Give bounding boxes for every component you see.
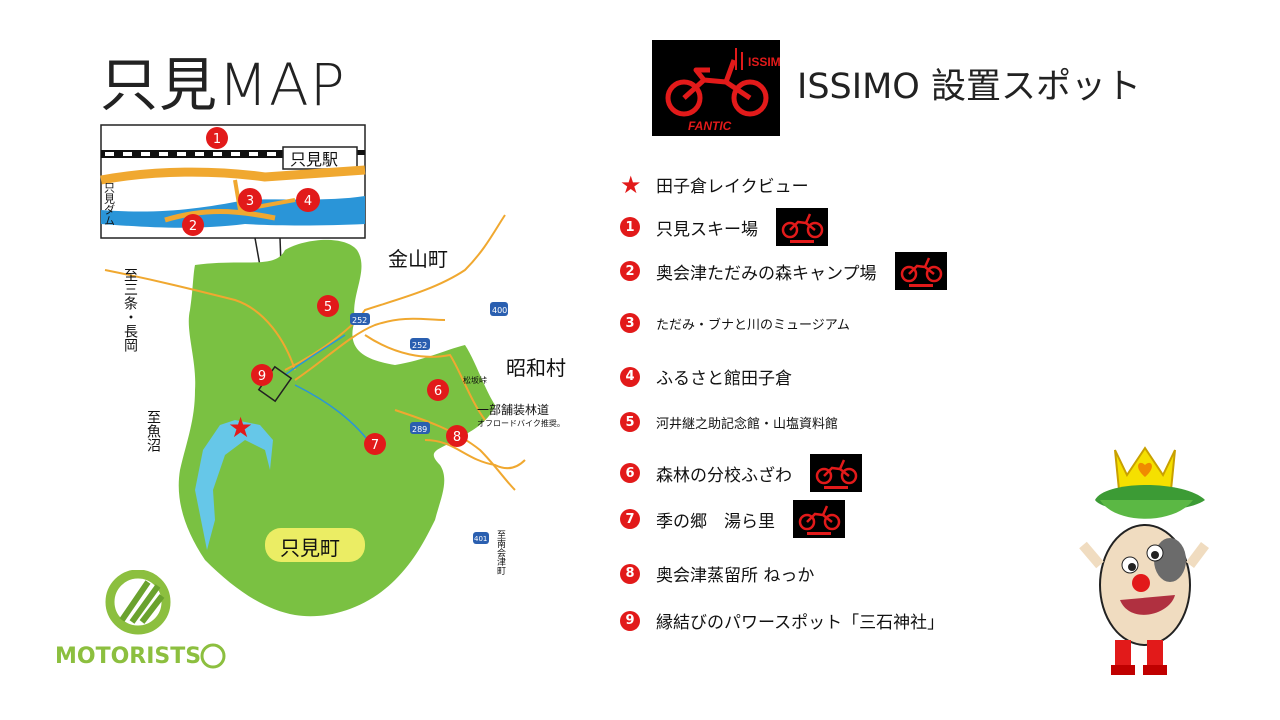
motorists-logo: MOTORISTS — [55, 570, 226, 669]
map-marker-number: 6 — [434, 384, 442, 399]
map-marker-number: 3 — [246, 194, 254, 209]
route-shield: 289 — [410, 422, 430, 434]
legend-item: 9 縁結びのパワースポット「三石神社」 — [620, 608, 944, 633]
route-shield-label: 401 — [474, 535, 487, 543]
legend-label: 只見スキー場 — [656, 219, 758, 240]
route-shield-label: 252 — [412, 341, 427, 350]
number-badge: 9 — [620, 610, 640, 631]
rindo-sub-label: オフロードバイク推奨。 — [477, 418, 565, 428]
legend-item: 2 奥会津ただみの森キャンプ場 — [620, 252, 947, 290]
legend-item: 6 森林の分校ふざわ — [620, 454, 862, 492]
number-badge: 6 — [620, 463, 640, 483]
route-shield-label: 289 — [412, 425, 427, 434]
number-badge: 8 — [620, 563, 640, 584]
fantic-text: FANTIC — [688, 119, 732, 133]
legend-label: 河井継之助記念館・山塩資料館 — [656, 416, 839, 432]
route-shield-label: 252 — [352, 316, 367, 325]
route-shield: 252 — [410, 338, 430, 350]
station-label: 只見駅 — [290, 150, 338, 169]
issimo-logo-text: ISSIMO — [748, 55, 780, 69]
tadami-town-area — [178, 239, 495, 617]
route-shield: 400 — [490, 302, 508, 316]
number-badge: 4 — [620, 366, 640, 387]
legend-item: 7 季の郷 湯ら里 — [620, 500, 845, 538]
issimo-mini-logo — [810, 454, 862, 492]
legend-star-row: ★ 田子倉レイクビュー — [620, 170, 809, 199]
legend-item: 3 ただみ・ブナと川のミュージアム — [620, 313, 850, 333]
uonuma-label: 至魚沼 — [145, 410, 161, 452]
issimo-mini-logo — [894, 252, 947, 290]
tagokura-lake — [195, 420, 273, 550]
minamiaizu-label: 至南会津町 — [495, 530, 506, 575]
legend-label: 奥会津蒸留所 ねっか — [656, 566, 815, 586]
kaneyama-label: 金山町 — [388, 247, 448, 271]
legend-label: 奥会津ただみの森キャンプ場 — [656, 263, 877, 284]
legend-item: 1 只見スキー場 — [620, 208, 828, 246]
map-marker: 4 — [296, 188, 320, 212]
map-marker: 6 — [427, 379, 449, 401]
map-marker: 7 — [364, 433, 386, 455]
legend-label: 季の郷 湯ら里 — [656, 511, 775, 532]
dam-label: 只見ダム — [103, 182, 116, 226]
spots-title: ISSIMO 設置スポット — [797, 67, 1141, 107]
route-shield: 252 — [350, 313, 370, 325]
map-marker-number: 4 — [304, 194, 312, 209]
map-marker-number: 2 — [189, 219, 197, 234]
mascot-character — [1079, 446, 1209, 675]
map-title: 只見MAP — [100, 51, 346, 119]
issimo-mini-logo — [793, 500, 845, 538]
motorists-text: MOTORISTS — [55, 644, 201, 669]
star-icon: ★ — [620, 170, 642, 199]
map-marker: 9 — [251, 364, 273, 386]
legend-item: 5 河井継之助記念館・山塩資料館 — [620, 412, 838, 432]
number-badge: 5 — [620, 412, 640, 432]
issimo-logo: ISSIMO FANTIC — [652, 40, 790, 136]
legend-label: 森林の分校ふざわ — [656, 465, 792, 486]
map-marker-number: 5 — [324, 300, 332, 315]
map-marker: 1 — [206, 127, 228, 149]
number-badge: 3 — [620, 313, 640, 333]
rindo-label: 一部舗装林道 — [477, 402, 549, 417]
legend-item: 4 ふるさと館田子倉 — [620, 364, 792, 389]
issimo-mini-logo — [776, 208, 828, 246]
showa-label: 昭和村 — [506, 356, 566, 380]
map-marker: 3 — [238, 188, 262, 212]
inset-road — [100, 165, 366, 185]
map-marker: 8 — [446, 425, 468, 447]
legend-label: ふるさと館田子倉 — [656, 369, 792, 389]
route-shield-label: 400 — [492, 306, 507, 315]
route-shield: 401 — [473, 532, 489, 544]
map-marker-number: 1 — [213, 132, 221, 147]
map-marker-number: 9 — [258, 369, 266, 384]
matsuzaka-label: 松坂峠 — [463, 375, 487, 385]
tadami-map: 只見駅 只見ダム 252 400 252 289 401 ★ — [100, 124, 566, 617]
number-badge: 1 — [620, 217, 640, 237]
legend-star-label: 田子倉レイクビュー — [656, 177, 809, 197]
map-marker: 2 — [182, 214, 204, 236]
map-marker-number: 7 — [371, 438, 379, 453]
sanjo-label: 至三条・長岡 — [122, 268, 138, 353]
legend-label: 縁結びのパワースポット「三石神社」 — [656, 613, 945, 633]
number-badge: 7 — [620, 509, 640, 529]
map-marker: 5 — [317, 295, 339, 317]
legend-label: ただみ・ブナと川のミュージアム — [656, 317, 850, 333]
star-marker: ★ — [228, 411, 253, 444]
number-badge: 2 — [620, 261, 640, 281]
town-label: 只見町 — [280, 536, 340, 560]
legend-item: 8 奥会津蒸留所 ねっか — [620, 561, 814, 586]
map-marker-number: 8 — [453, 430, 461, 445]
